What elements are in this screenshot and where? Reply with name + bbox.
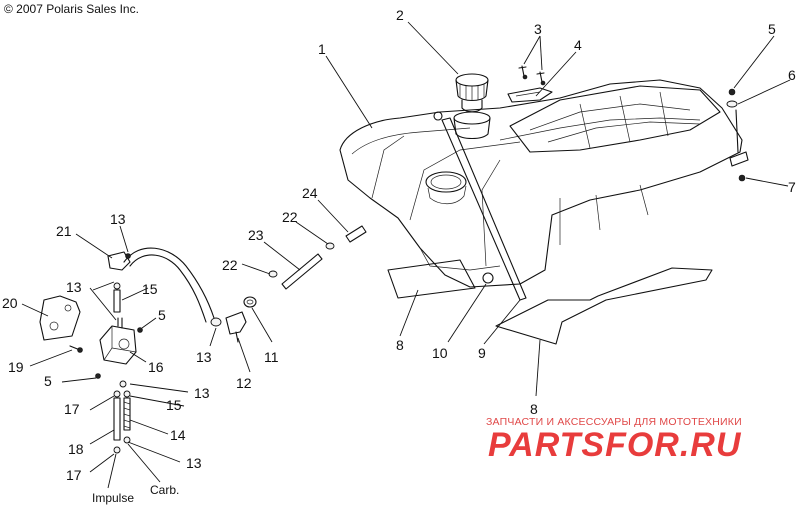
fuel-pump-16	[99, 317, 137, 365]
callout-17: 17	[64, 401, 80, 417]
callout-8: 8	[396, 337, 404, 353]
bolts-3	[518, 65, 546, 86]
callout-10: 10	[432, 345, 448, 361]
callout-2: 2	[396, 7, 404, 23]
screw-5-pump	[95, 327, 143, 379]
hoses-lower	[113, 380, 131, 454]
fuel-tank	[339, 79, 743, 301]
watermark-logo: PARTSFOR.RU	[488, 426, 742, 464]
callout-16: 16	[148, 359, 164, 375]
callout-13: 13	[196, 349, 212, 365]
bracket-4	[507, 87, 553, 103]
tube-23	[281, 253, 323, 290]
drain-10	[482, 272, 494, 284]
callout-13: 13	[110, 211, 126, 227]
pad-8-left	[387, 259, 476, 299]
washer-22-lower	[268, 270, 278, 278]
copyright-notice: © 2007 Polaris Sales Inc.	[4, 2, 139, 16]
callout-6: 6	[788, 67, 796, 83]
washer-6	[726, 100, 738, 108]
callout-15: 15	[166, 397, 182, 413]
callout-19: 19	[8, 359, 24, 375]
callout-5: 5	[768, 21, 776, 37]
callout-12: 12	[236, 375, 252, 391]
label-carb: Carb.	[150, 483, 179, 497]
callout-14: 14	[170, 427, 186, 443]
callout-20: 20	[2, 295, 18, 311]
fitting-21	[107, 251, 131, 271]
label-impulse: Impulse	[92, 491, 134, 505]
callout-13: 13	[194, 385, 210, 401]
washer-22-upper	[325, 242, 335, 250]
bracket-20	[39, 295, 81, 341]
callout-4: 4	[574, 37, 582, 53]
callout-11: 11	[264, 349, 279, 365]
watermark-tagline: ЗАПЧАСТИ И АКСЕССУАРЫ ДЛЯ МОТОТЕХНИКИ	[486, 416, 742, 428]
callout-24: 24	[302, 185, 318, 201]
callout-22: 22	[222, 257, 238, 273]
bolt-7	[729, 109, 749, 182]
nut-5-upper	[728, 88, 736, 96]
callout-9: 9	[478, 345, 486, 361]
callout-7: 7	[788, 179, 796, 195]
valve-12	[225, 311, 247, 343]
callout-labels: 1 2 3 4 5 6 7 24 22 23 22 13 21 13 15 20…	[2, 7, 796, 505]
hose-15-upper	[113, 282, 121, 313]
callout-22: 22	[282, 209, 298, 225]
fuel-hose	[123, 247, 215, 323]
callout-1: 1	[318, 41, 326, 57]
leader-lines	[21, 21, 791, 489]
callout-17: 17	[66, 467, 82, 483]
pad-8-right	[495, 267, 713, 345]
callout-13: 13	[66, 279, 82, 295]
fitting-24	[345, 225, 367, 243]
callout-18: 18	[68, 441, 84, 457]
clamp-13-hose	[210, 317, 222, 327]
callout-3: 3	[534, 21, 542, 37]
fuel-cap	[455, 73, 489, 113]
callout-21: 21	[56, 223, 72, 239]
callout-23: 23	[248, 227, 264, 243]
callout-13: 13	[186, 455, 202, 471]
callout-8: 8	[530, 401, 538, 417]
callout-5: 5	[158, 307, 166, 323]
grommet-11	[243, 296, 257, 308]
screw-19	[69, 345, 83, 353]
callout-5: 5	[44, 373, 52, 389]
callout-15: 15	[142, 281, 158, 297]
